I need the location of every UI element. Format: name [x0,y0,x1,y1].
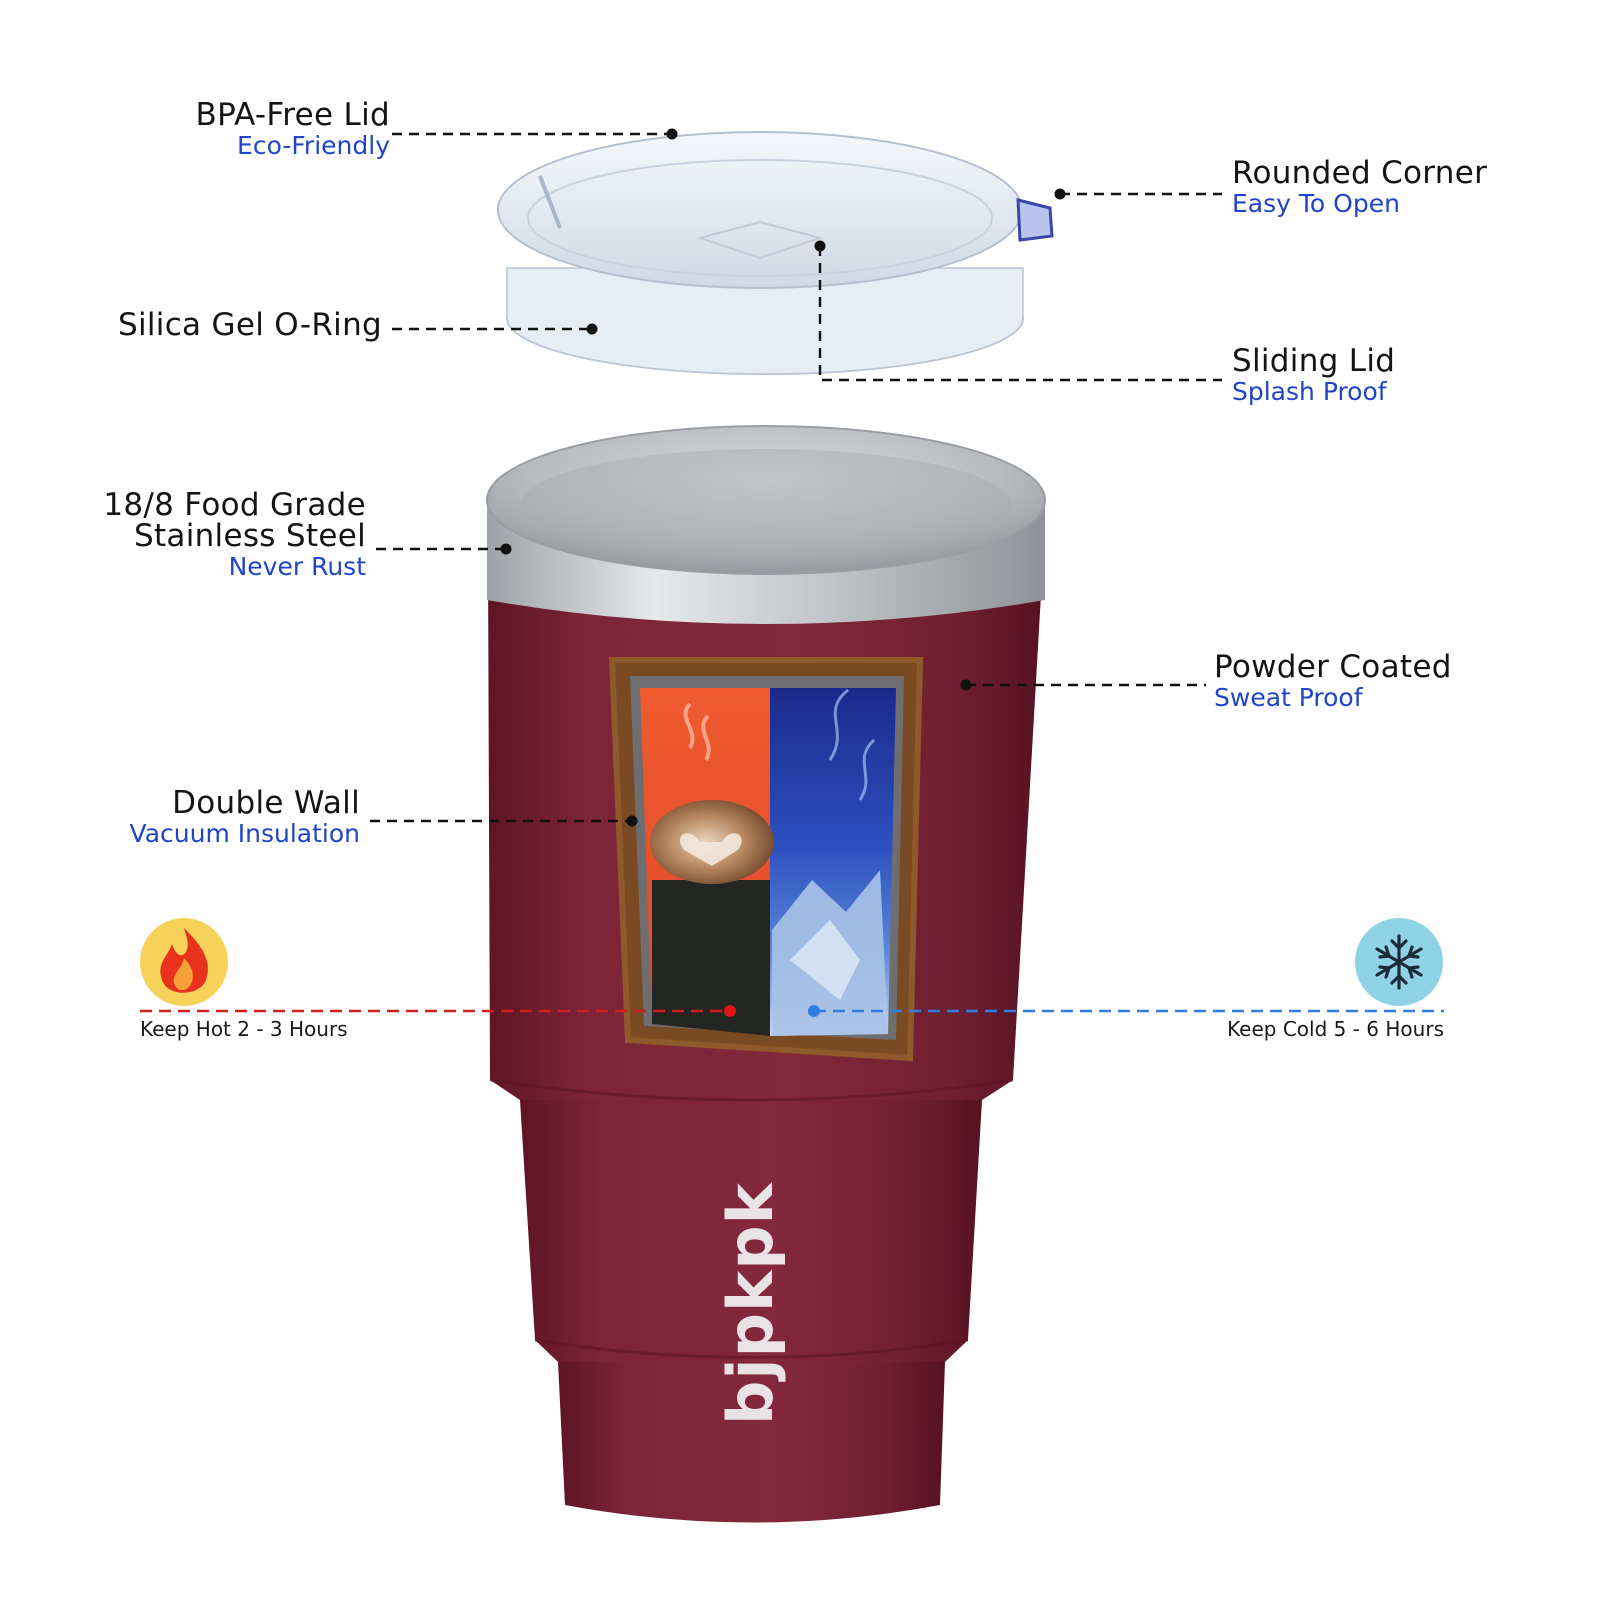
sliding-lid-title: Sliding Lid [1232,343,1396,379]
hot-cold-panel [608,657,924,1062]
steel-callout: 18/8 Food Grade Stainless Steel Never Ru… [103,487,366,581]
lid-slider [696,220,824,260]
oring-dot [586,323,598,335]
double-wall-title: Double Wall [172,785,360,821]
tumbler: bjpkpk [486,425,1046,1523]
cold-mist [828,688,876,801]
tumbler-inner-wall [520,449,1012,561]
brand-logo: bjpkpk [714,1181,787,1425]
tumbler-opening [486,425,1046,575]
double-wall-dot [626,815,638,827]
lid-top [497,131,1023,289]
latte-heart [680,833,742,866]
sliding-lid-dot [814,240,826,252]
body-step-line [489,1078,1014,1102]
bpa-lid-subtitle: Eco-Friendly [237,131,390,160]
rounded-corner-dot [1054,188,1066,200]
leader-dots [500,128,1066,827]
flame-icon [140,918,228,1006]
oring-callout: Silica Gel O-Ring [118,310,382,341]
bpa-lid-title: BPA-Free Lid [195,97,390,133]
lid-inner-ring [527,159,993,277]
steel-title-line2: Stainless Steel [133,518,366,554]
steam-swirl [683,702,711,761]
tumbler-base [558,1362,945,1523]
steel-title-line1: 18/8 Food Grade [103,487,366,523]
rounded-corner-subtitle: Easy To Open [1232,189,1400,218]
sliding-lid-subtitle: Splash Proof [1232,377,1387,406]
keep-hot-dot [724,1005,736,1017]
lid-band [506,267,1024,375]
steel-dot [500,543,512,555]
keep-cold-label: Keep Cold 5 - 6 Hours [1227,1017,1444,1041]
powder-coated-dot [960,679,972,691]
lid-sip-slot [538,175,562,229]
bpa-lid-callout: BPA-Free Lid Eco-Friendly [195,97,391,160]
rounded-corner-title: Rounded Corner [1232,155,1488,191]
keep-cold-dot [808,1005,820,1017]
ice-highlight [790,920,860,1000]
snowflake-icon [1355,918,1443,1006]
oring-title: Silica Gel O-Ring [118,307,382,343]
leader-lines [370,132,1222,823]
powder-coated-callout: Powder Coated Sweat Proof [1214,649,1452,712]
sliding-lid-callout: Sliding Lid Splash Proof [1232,343,1396,406]
keep-hot-label: Keep Hot 2 - 3 Hours [140,1017,348,1041]
body-step-line [534,1338,969,1359]
bpa-lid-dot [666,128,678,140]
rounded-corner-callout: Rounded Corner Easy To Open [1232,155,1488,218]
powder-coated-title: Powder Coated [1214,649,1452,685]
double-wall-subtitle: Vacuum Insulation [129,819,360,848]
tumbler-lower-body [520,1100,982,1362]
lid-tab [1016,198,1054,242]
double-wall-callout: Double Wall Vacuum Insulation [129,785,360,848]
steel-subtitle: Never Rust [228,552,366,581]
lid [497,131,1054,375]
powder-coated-subtitle: Sweat Proof [1214,683,1363,712]
coffee-cup [652,880,770,1036]
